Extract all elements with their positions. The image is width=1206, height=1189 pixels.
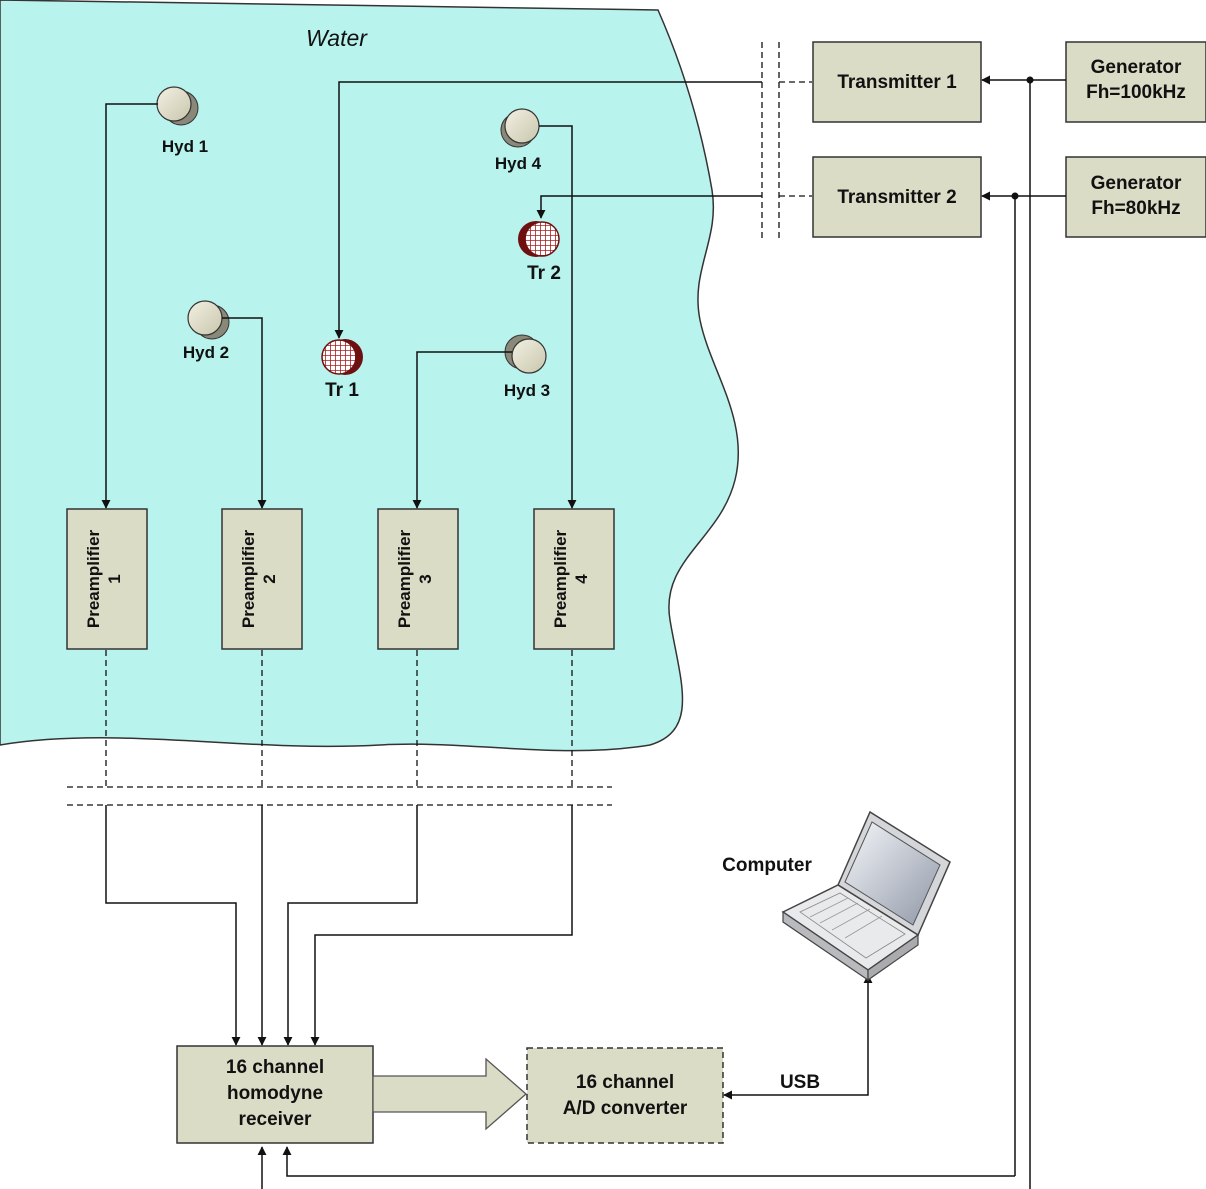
preamp-1-number: 1 bbox=[105, 574, 124, 583]
preamp-3-title: Preamplifier bbox=[395, 529, 414, 628]
adc-line2: A/D converter bbox=[563, 1098, 688, 1119]
data-flow-arrow bbox=[372, 1057, 527, 1131]
transmitter-2-label: Transmitter 2 bbox=[837, 187, 956, 208]
receiver-input-wires bbox=[105, 805, 573, 1046]
hydrophone-2: Hyd 2 bbox=[183, 300, 230, 362]
hydrophone-4: Hyd 4 bbox=[495, 108, 542, 173]
transmitter-1-label: Transmitter 1 bbox=[837, 72, 957, 93]
hyd-1-label: Hyd 1 bbox=[162, 137, 208, 156]
preamplifier-3: Preamplifier 3 bbox=[377, 508, 459, 650]
hydrophone-wires bbox=[101, 103, 577, 509]
usb-label: USB bbox=[780, 1072, 820, 1093]
homodyne-receiver-box: 16 channel homodyne receiver bbox=[176, 1045, 374, 1144]
generator-2-box: Generator Fh=80kHz bbox=[1065, 156, 1206, 238]
hydrophone-1: Hyd 1 bbox=[156, 86, 208, 156]
preamp-1-title: Preamplifier bbox=[84, 529, 103, 628]
usb-link: USB bbox=[723, 974, 873, 1100]
transducer-wires bbox=[334, 81, 762, 339]
generator-1-box: Generator Fh=100kHz bbox=[1065, 41, 1206, 123]
transducer-2: Tr 2 bbox=[518, 221, 561, 284]
computer-label: Computer bbox=[722, 855, 812, 876]
generator-1-title: Generator bbox=[1091, 57, 1182, 78]
preamp-4-title: Preamplifier bbox=[551, 529, 570, 628]
preamp-2-number: 2 bbox=[260, 574, 279, 583]
preamp-2-title: Preamplifier bbox=[239, 529, 258, 628]
ad-converter-box: 16 channel A/D converter bbox=[526, 1047, 724, 1144]
hyd-4-label: Hyd 4 bbox=[495, 154, 542, 173]
cable-break-bottom bbox=[67, 650, 612, 806]
adc-line1: 16 channel bbox=[576, 1072, 674, 1093]
hyd-3-label: Hyd 3 bbox=[504, 381, 550, 400]
tr-1-label: Tr 1 bbox=[325, 380, 359, 401]
preamplifier-4: Preamplifier 4 bbox=[533, 508, 615, 650]
receiver-line3: receiver bbox=[239, 1109, 313, 1130]
generator-2-title: Generator bbox=[1091, 173, 1182, 194]
transmitter-1-box: Transmitter 1 bbox=[812, 41, 982, 123]
cable-break-top bbox=[761, 42, 812, 238]
water-label: Water bbox=[306, 25, 368, 51]
transmitter-2-box: Transmitter 2 bbox=[812, 156, 982, 238]
generator-2-freq: Fh=80kHz bbox=[1091, 198, 1180, 219]
transducer-1: Tr 1 bbox=[321, 339, 363, 401]
tr-2-label: Tr 2 bbox=[527, 263, 561, 284]
generator-wires bbox=[257, 75, 1066, 1189]
preamplifier-1: Preamplifier 1 bbox=[66, 508, 148, 650]
preamp-3-number: 3 bbox=[416, 574, 435, 583]
preamplifier-2: Preamplifier 2 bbox=[221, 508, 303, 650]
preamp-4-number: 4 bbox=[572, 574, 591, 584]
receiver-line1: 16 channel bbox=[226, 1057, 324, 1078]
generator-1-freq: Fh=100kHz bbox=[1086, 82, 1186, 103]
hydrophone-3: Hyd 3 bbox=[504, 334, 550, 400]
hyd-2-label: Hyd 2 bbox=[183, 343, 229, 362]
laptop-icon bbox=[781, 810, 951, 982]
receiver-line2: homodyne bbox=[227, 1083, 323, 1104]
